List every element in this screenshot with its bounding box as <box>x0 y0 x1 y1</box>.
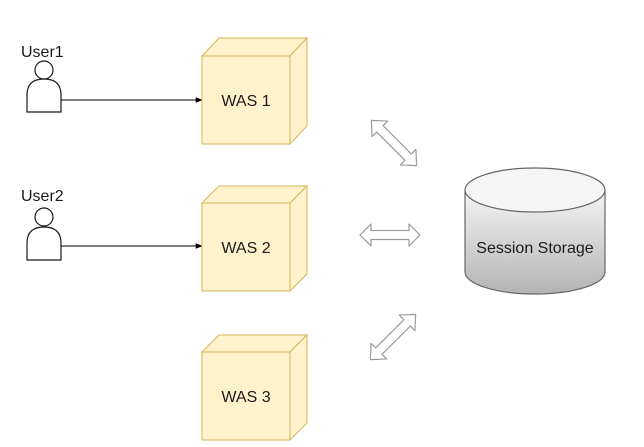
was1-label: WAS 1 <box>221 93 270 110</box>
session-storage-node[interactable]: Session Storage <box>464 167 606 295</box>
was3-label: WAS 3 <box>221 389 270 406</box>
user2-node[interactable]: User2 <box>21 188 64 261</box>
was2-server-node[interactable]: WAS 2 <box>200 184 309 293</box>
user2-actor-icon <box>26 207 62 261</box>
link-was1-storage-double-arrow-icon <box>370 119 418 167</box>
user1-node[interactable]: User1 <box>21 44 64 113</box>
was3-server-node[interactable]: WAS 3 <box>200 333 309 442</box>
was2-label: WAS 2 <box>221 240 270 257</box>
was1-cube-icon <box>200 36 309 146</box>
user2-label: User2 <box>21 188 64 205</box>
user1-actor-icon <box>26 60 62 113</box>
link-was2-storage-double-arrow-icon <box>359 223 421 247</box>
link-was3-storage-double-arrow-icon <box>369 313 417 361</box>
was3-cube-icon <box>200 333 309 442</box>
was2-cube-icon <box>200 184 309 293</box>
storage-cylinder-icon <box>464 167 606 295</box>
user1-label: User1 <box>21 44 64 61</box>
session-storage-label: Session Storage <box>476 240 594 257</box>
was1-server-node[interactable]: WAS 1 <box>200 36 309 146</box>
